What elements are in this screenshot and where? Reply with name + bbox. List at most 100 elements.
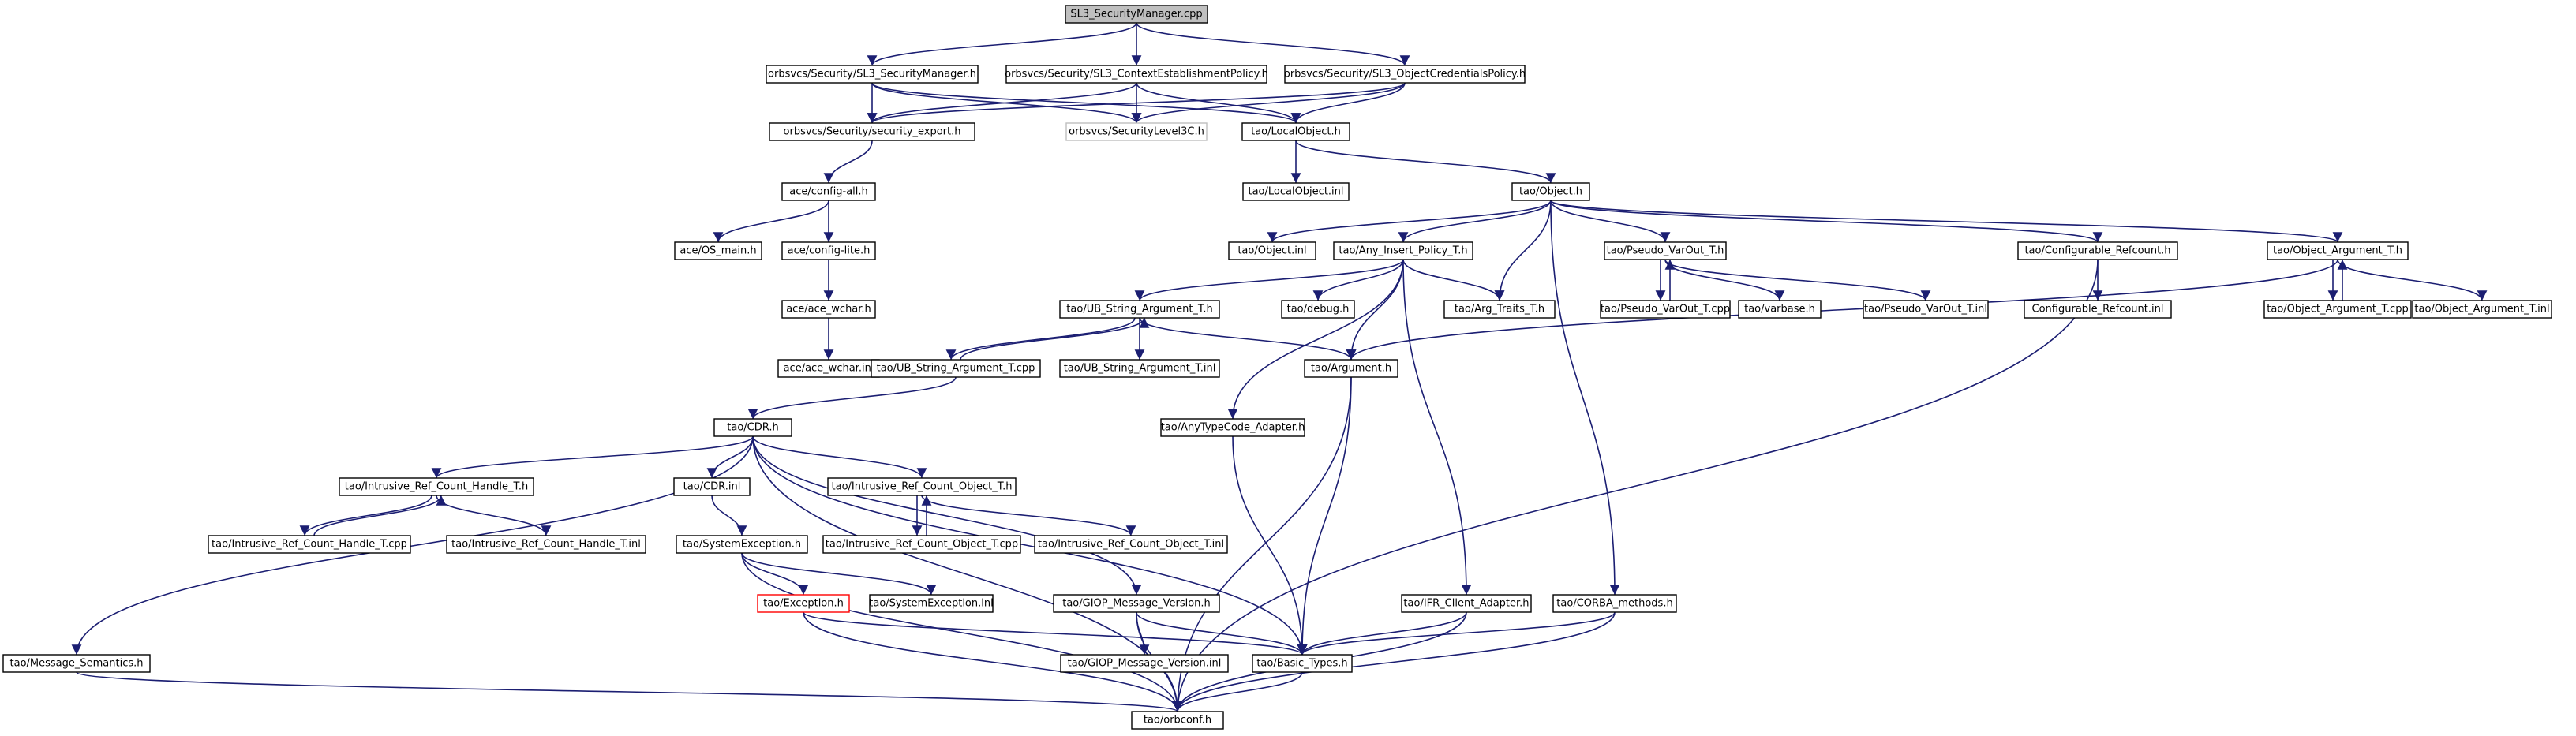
node-box xyxy=(1005,65,1267,84)
node-irco-inl[interactable]: tao/Intrusive_Ref_Count_Object_T.inl xyxy=(1034,535,1228,554)
node-any-insert[interactable]: tao/Any_Insert_Policy_T.h xyxy=(1333,241,1473,260)
node-config-lite[interactable]: ace/config-lite.h xyxy=(781,241,876,260)
node-box xyxy=(1600,300,1731,319)
node-ace-wchar-inl[interactable]: ace/ace_wchar.inl xyxy=(777,359,880,378)
node-label: tao/Pseudo_VarOut_T.inl xyxy=(1864,304,1987,316)
edge-pseudo_varout_h-to-varbase xyxy=(1664,259,1785,301)
node-root[interactable]: SL3_SecurityManager.cpp xyxy=(1065,5,1208,24)
node-box xyxy=(1065,5,1208,24)
node-irch-inl[interactable]: tao/Intrusive_Ref_Count_Handle_T.inl xyxy=(446,535,646,554)
node-giop-ver-inl[interactable]: tao/GIOP_Message_Version.inl xyxy=(1060,654,1229,673)
node-box xyxy=(446,535,646,554)
node-pseudo-varout-cpp[interactable]: tao/Pseudo_VarOut_T.cpp xyxy=(1600,300,1731,319)
node-debug-h[interactable]: tao/debug.h xyxy=(1281,300,1355,319)
node-varbase[interactable]: tao/varbase.h xyxy=(1738,300,1822,319)
node-ub-str-arg-inl[interactable]: tao/UB_String_Argument_T.inl xyxy=(1059,359,1220,378)
edge-object_h-to-object_inl xyxy=(1267,200,1552,243)
node-label: tao/UB_String_Argument_T.inl xyxy=(1064,363,1216,375)
node-exception-h[interactable]: tao/Exception.h xyxy=(757,594,850,613)
node-box xyxy=(781,182,876,201)
node-box xyxy=(2017,241,2178,260)
edge-any_insert-to-debug_h xyxy=(1312,259,1404,301)
edge-obj_arg_h-to-argument_h xyxy=(1346,259,2338,361)
node-corba-methods[interactable]: tao/CORBA_methods.h xyxy=(1552,594,1677,613)
node-giop-ver-h[interactable]: tao/GIOP_Message_Version.h xyxy=(1053,594,1220,613)
node-label: tao/LocalObject.inl xyxy=(1248,186,1343,198)
edge-sysexc_h-to-exception_h xyxy=(741,552,809,596)
node-basic-types[interactable]: tao/Basic_Types.h xyxy=(1252,654,1353,673)
node-box xyxy=(339,477,534,496)
node-box xyxy=(673,477,751,496)
node-ace-wchar-h[interactable]: ace/ace_wchar.h xyxy=(781,300,876,319)
edge-sysexc_h-to-orbconf xyxy=(741,552,1183,712)
node-local-object-inl[interactable]: tao/LocalObject.inl xyxy=(1242,182,1350,201)
node-sysexc-inl[interactable]: tao/SystemException.inl xyxy=(869,594,994,613)
node-box xyxy=(1241,122,1350,141)
node-local-object-h[interactable]: tao/LocalObject.h xyxy=(1241,122,1350,141)
node-box xyxy=(822,535,1021,554)
node-obj-arg-h[interactable]: tao/Object_Argument_T.h xyxy=(2267,241,2409,260)
node-label: ace/OS_main.h xyxy=(680,245,756,257)
edge-corba_methods-to-orbconf xyxy=(1172,611,1616,712)
node-ifr-client[interactable]: tao/IFR_Client_Adapter.h xyxy=(1401,594,1532,613)
edge-basic_types-to-orbconf xyxy=(1172,671,1303,712)
node-label: tao/Intrusive_Ref_Count_Handle_T.h xyxy=(345,481,528,493)
node-sysexc-h[interactable]: tao/SystemException.h xyxy=(676,535,808,554)
node-irco-cpp[interactable]: tao/Intrusive_Ref_Count_Object_T.cpp xyxy=(822,535,1021,554)
node-box xyxy=(1053,594,1220,613)
node-label: tao/Pseudo_VarOut_T.cpp xyxy=(1601,304,1730,316)
node-irch-h[interactable]: tao/Intrusive_Ref_Count_Handle_T.h xyxy=(339,477,534,496)
node-config-all[interactable]: ace/config-all.h xyxy=(781,182,876,201)
node-object-h[interactable]: tao/Object.h xyxy=(1511,182,1590,201)
node-pseudo-varout-inl[interactable]: tao/Pseudo_VarOut_T.inl xyxy=(1863,300,1989,319)
node-conf-refcount[interactable]: tao/Configurable_Refcount.h xyxy=(2017,241,2178,260)
edge-irch_h-to-irch_cpp xyxy=(299,495,432,536)
node-obj-arg-cpp[interactable]: tao/Object_Argument_T.cpp xyxy=(2263,300,2412,319)
node-box xyxy=(674,241,762,260)
node-sl3-sm-h[interactable]: orbsvcs/Security/SL3_SecurityManager.h xyxy=(766,65,979,84)
node-label: tao/Exception.h xyxy=(763,598,844,610)
node-orbconf[interactable]: tao/orbconf.h xyxy=(1131,711,1224,730)
node-box xyxy=(1333,241,1473,260)
edge-cdr_h-to-giop_ver_h xyxy=(752,435,1142,596)
node-box xyxy=(769,122,975,141)
node-box xyxy=(1401,594,1532,613)
node-argument-h[interactable]: tao/Argument.h xyxy=(1304,359,1398,378)
node-sec-export[interactable]: orbsvcs/Security/security_export.h xyxy=(769,122,975,141)
node-label: tao/SystemException.inl xyxy=(869,598,993,610)
edge-ub_str_arg_cpp-to-ub_str_arg_h xyxy=(960,317,1150,361)
node-box xyxy=(2263,300,2412,319)
node-conf-refcount-inl[interactable]: Configurable_Refcount.inl xyxy=(2024,300,2172,319)
node-sl3-cep-h[interactable]: orbsvcs/Security/SL3_ContextEstablishmen… xyxy=(1005,65,1268,84)
node-object-inl[interactable]: tao/Object.inl xyxy=(1228,241,1316,260)
edge-object_h-to-pseudo_varout_h xyxy=(1550,200,1671,243)
node-box xyxy=(1863,300,1989,319)
edge-cdr_h-to-msg_semantics xyxy=(71,435,754,656)
node-label: tao/Object.inl xyxy=(1237,245,1306,257)
node-sec-level3c[interactable]: orbsvcs/SecurityLevel3C.h xyxy=(1065,122,1208,141)
node-obj-arg-inl[interactable]: tao/Object_Argument_T.inl xyxy=(2412,300,2552,319)
node-os-main[interactable]: ace/OS_main.h xyxy=(674,241,762,260)
node-sl3-ocp-h[interactable]: orbsvcs/Security/SL3_ObjectCredentialsPo… xyxy=(1284,65,1526,84)
node-anytc-adapter[interactable]: tao/AnyTypeCode_Adapter.h xyxy=(1160,418,1305,437)
edge-cdr_h-to-irco_h xyxy=(752,435,927,479)
edge-ub_str_arg_cpp-to-cdr_h xyxy=(747,376,957,420)
node-box xyxy=(1252,654,1353,673)
node-label: tao/LocalObject.h xyxy=(1251,126,1341,138)
node-ub-str-arg-cpp[interactable]: tao/UB_String_Argument_T.cpp xyxy=(871,359,1041,378)
node-ub-str-arg-h[interactable]: tao/UB_String_Argument_T.h xyxy=(1059,300,1220,319)
node-arg-traits[interactable]: tao/Arg_Traits_T.h xyxy=(1443,300,1556,319)
edge-any_insert-to-ub_str_arg_h xyxy=(1134,259,1404,301)
node-box xyxy=(757,594,850,613)
node-cdr-inl[interactable]: tao/CDR.inl xyxy=(673,477,751,496)
edge-irch_h-to-irch_inl xyxy=(436,495,552,536)
node-box xyxy=(1284,65,1526,84)
node-irch-cpp[interactable]: tao/Intrusive_Ref_Count_Handle_T.cpp xyxy=(208,535,411,554)
node-box xyxy=(1059,300,1220,319)
node-cdr-h[interactable]: tao/CDR.h xyxy=(713,418,792,437)
node-msg-semantics[interactable]: tao/Message_Semantics.h xyxy=(2,654,151,673)
node-pseudo-varout-h[interactable]: tao/Pseudo_VarOut_T.h xyxy=(1604,241,1727,260)
edge-ub_str_arg_h-to-argument_h xyxy=(1139,317,1357,361)
node-irco-h[interactable]: tao/Intrusive_Ref_Count_Object_T.h xyxy=(827,477,1017,496)
